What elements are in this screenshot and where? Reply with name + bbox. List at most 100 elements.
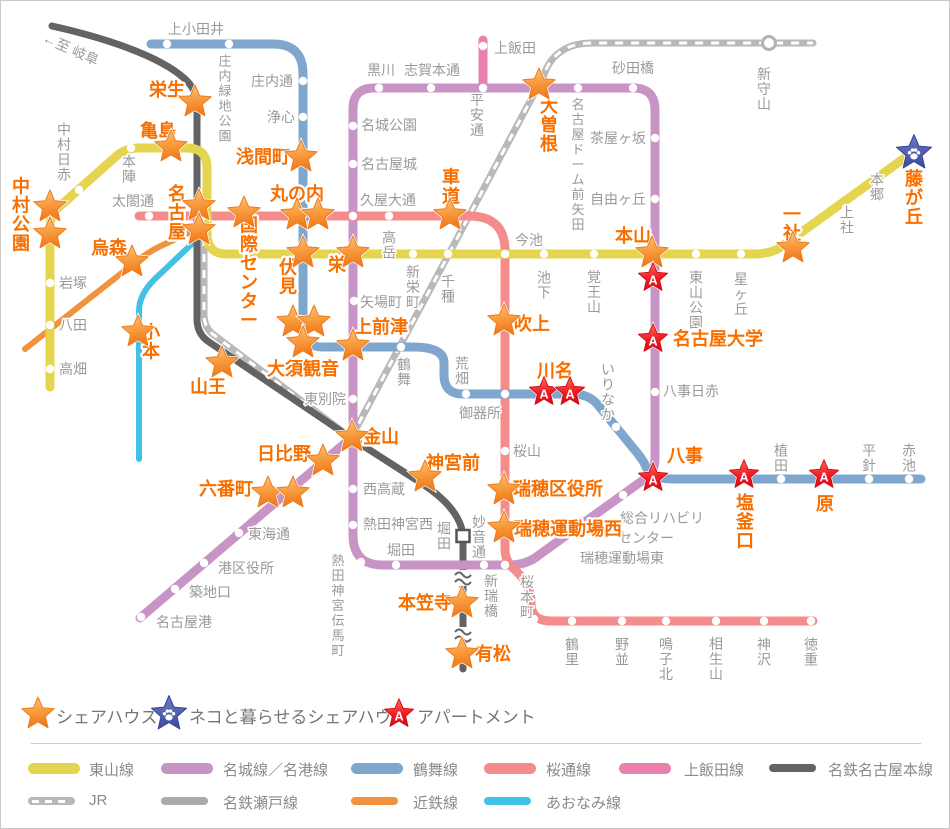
station-dot — [776, 474, 786, 484]
share-house-marker[interactable] — [202, 342, 242, 380]
station-label: 新瑞橋 — [484, 573, 498, 619]
share-house-marker[interactable] — [405, 456, 445, 494]
apt-house-marker[interactable]: A — [635, 320, 671, 354]
station-label: 妙音通 — [472, 514, 486, 560]
station-dot — [348, 394, 358, 404]
share-house-marker[interactable] — [224, 192, 264, 230]
share-house-marker[interactable] — [179, 209, 219, 247]
station-dot — [872, 179, 882, 189]
station-label: 八事日赤 — [663, 383, 719, 399]
share-house-marker[interactable] — [773, 227, 813, 265]
line-sakuradori — [134, 211, 818, 626]
share-house-marker[interactable] — [30, 213, 70, 251]
share-house-marker[interactable] — [303, 440, 343, 478]
share-house-marker[interactable] — [151, 126, 191, 164]
station-dot — [348, 159, 358, 169]
share-house-marker[interactable] — [484, 507, 524, 545]
station-label: 庄内通 — [251, 73, 293, 89]
station-dot — [396, 342, 406, 352]
apt-house-marker[interactable]: A — [552, 373, 588, 407]
share-station-label: 名古屋 — [168, 183, 186, 242]
station-dot — [618, 490, 628, 500]
share-station-label: 日比野 — [257, 444, 311, 464]
share-house-marker[interactable] — [519, 64, 559, 102]
station-dot — [74, 185, 84, 195]
station-label: 相生山 — [709, 636, 723, 682]
share-station-label: 本山 — [615, 225, 651, 246]
station-label: 東海通 — [248, 526, 290, 542]
station-label: 総合リハビリ — [620, 510, 704, 526]
share-house-marker[interactable] — [430, 194, 470, 232]
apt-house-marker[interactable]: A — [635, 459, 671, 493]
station-dot — [573, 83, 583, 93]
share-house-marker[interactable] — [283, 322, 323, 360]
legend-line-label: 近鉄線 — [413, 795, 459, 812]
share-station-label: 有松 — [475, 643, 511, 664]
station-dot — [628, 83, 638, 93]
station-dot — [45, 320, 55, 330]
station-dot — [500, 389, 510, 399]
station-dot — [759, 616, 769, 626]
station-dot — [45, 278, 55, 288]
share-station-label: 車道 — [442, 167, 460, 207]
share-house-marker[interactable] — [442, 582, 482, 620]
station-label: 自由ヶ丘 — [590, 191, 646, 207]
share-house-marker[interactable] — [484, 300, 524, 338]
share-house-marker[interactable] — [175, 81, 215, 119]
legend-line-swatch — [484, 797, 531, 805]
share-house-marker[interactable] — [283, 232, 323, 270]
legend-divider — [31, 743, 921, 744]
station-dot — [298, 76, 308, 86]
station-label: 東別院 — [304, 391, 346, 407]
metro-map-svg: ←至 岐阜上小田井庄内緑地公園庄内通浄心中村日赤本陣太閤通岩塚八田高畑黒川志賀本… — [10, 20, 935, 684]
station-label: 平針 — [862, 443, 876, 474]
apt-house-marker[interactable]: A — [806, 456, 842, 490]
share-station-label: 浅間町 — [236, 146, 290, 167]
station-label: 神沢 — [757, 637, 771, 668]
legend-line-swatch — [28, 797, 75, 805]
share-house-marker[interactable] — [273, 472, 313, 510]
legend-line-swatch — [161, 797, 208, 805]
station-dot — [567, 616, 577, 626]
share-station-label: 烏森 — [91, 237, 128, 258]
share-house-marker[interactable] — [484, 469, 524, 507]
station-label: 名古屋城 — [361, 156, 417, 172]
station-dot — [443, 249, 453, 259]
share-house-marker[interactable] — [118, 311, 158, 349]
station-dot — [199, 558, 209, 568]
share-house-marker[interactable] — [112, 241, 152, 279]
share-house-marker[interactable] — [632, 232, 672, 270]
station-label: 黒川 — [367, 62, 395, 78]
share-house-marker[interactable] — [442, 633, 482, 671]
station-dot — [650, 387, 660, 397]
station-label: 今池 — [515, 232, 543, 248]
share-house-marker[interactable] — [298, 194, 338, 232]
station-label: 御器所 — [459, 405, 501, 421]
share-house-marker[interactable] — [281, 136, 321, 174]
apt-house-marker[interactable]: A — [526, 373, 562, 407]
station-dot — [162, 39, 172, 49]
station-label: 鶴舞 — [397, 357, 411, 388]
station-dot — [136, 612, 146, 622]
apt-house-marker[interactable]: A — [726, 456, 762, 490]
station-label: 上小田井 — [168, 21, 224, 37]
station-label: 本郷 — [870, 172, 884, 203]
station-dot — [426, 83, 436, 93]
legend-marker-label: シェアハウス — [56, 708, 158, 727]
station-dot — [348, 211, 358, 221]
station-label: 堀田 — [437, 521, 451, 552]
share-station-label: 上前津 — [354, 316, 408, 337]
legend-marker-label: アパートメント — [417, 708, 536, 727]
station-dot — [224, 39, 234, 49]
share-house-marker[interactable] — [332, 416, 372, 454]
legend-line-swatch — [484, 762, 536, 774]
cat-house-marker[interactable] — [893, 131, 935, 171]
share-house-marker[interactable] — [333, 232, 373, 270]
station-dot — [374, 83, 384, 93]
apt-house-marker[interactable]: A — [635, 259, 671, 293]
share-star-icon — [18, 693, 58, 733]
legend-line-swatch — [351, 762, 403, 774]
share-house-marker[interactable] — [333, 325, 373, 363]
